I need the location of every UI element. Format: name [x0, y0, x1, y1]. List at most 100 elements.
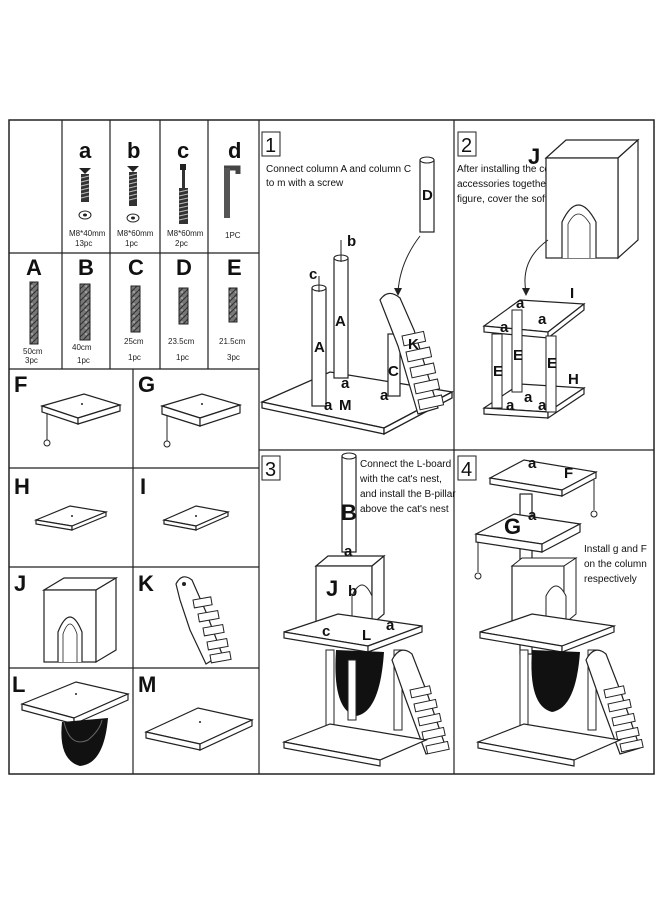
- step2-label-J: J: [528, 144, 540, 169]
- part-g-letter: G: [138, 372, 155, 397]
- step3-label-B: B: [341, 500, 357, 525]
- screw-a-qty: 13pc: [75, 239, 92, 248]
- step1-label-C: C: [388, 363, 399, 380]
- screw-c-qty: 2pc: [175, 239, 188, 248]
- step2-label-a5: a: [524, 389, 533, 406]
- step1-label-A1: A: [314, 339, 325, 356]
- step1-label-K: K: [408, 336, 419, 353]
- step-1-text-line1: Connect column A and column C: [266, 164, 411, 175]
- step-1-text-line2: to m with a screw: [266, 178, 344, 189]
- step-1-number: 1: [265, 135, 276, 157]
- step2-label-I: I: [570, 285, 574, 302]
- column-c-length: 25cm: [124, 337, 144, 346]
- column-d-length: 23.5cm: [168, 337, 195, 346]
- step4-label-a2: a: [528, 507, 537, 524]
- step-3-text-line1: Connect the L-board: [360, 459, 451, 470]
- column-a-icon: [29, 281, 39, 345]
- step2-label-a3: a: [538, 311, 547, 328]
- step4-label-G: G: [504, 514, 521, 539]
- step3-label-a2: a: [386, 617, 395, 634]
- parts-grid: [9, 120, 654, 774]
- step-4-number: 4: [461, 459, 472, 481]
- step-4-text-line1: Install g and F: [584, 544, 647, 555]
- screws-row: a M8*40mm 13pc b M8*60mm 1pc c M: [69, 138, 241, 248]
- column-d-icon: [178, 287, 189, 325]
- column-b-length: 40cm: [72, 343, 92, 352]
- part-f-letter: F: [14, 372, 27, 397]
- screw-a-spec: M8*40mm: [69, 229, 106, 238]
- tool-d-letter: d: [228, 138, 241, 163]
- column-c-icon: [130, 285, 141, 333]
- part-k-letter: K: [138, 571, 154, 596]
- screw-b-spec: M8*60mm: [117, 229, 154, 238]
- step2-label-a1: a: [500, 319, 509, 336]
- step4-label-a1: a: [528, 455, 537, 472]
- step2-label-E3: E: [547, 355, 557, 372]
- columns-row: A 50cm 3pc B 40cm 1pc C 25cm 1pc D 23.5c…: [23, 255, 246, 365]
- screw-c-icon: [178, 164, 189, 224]
- step1-label-A2: A: [335, 313, 346, 330]
- part-l-letter: L: [12, 672, 25, 697]
- column-b-letter: B: [78, 255, 94, 280]
- step2-label-a4: a: [506, 397, 515, 414]
- step-1-panel: 1 Connect column A and column C to m wit…: [259, 131, 455, 436]
- part-g: G: [138, 372, 243, 448]
- step1-label-M: M: [339, 397, 352, 414]
- part-l-hammock-board: L: [12, 672, 130, 766]
- column-b-icon: [79, 283, 91, 341]
- step-2-text-line2: accessories together as shown in the: [457, 179, 622, 190]
- step3-label-c: c: [322, 623, 330, 640]
- part-i-letter: I: [140, 474, 146, 499]
- screw-a-letter: a: [79, 138, 92, 163]
- step-4-panel: 4 Install g and F on the column respecti…: [457, 455, 647, 767]
- part-f: F: [14, 372, 123, 447]
- screw-a-icon: [78, 168, 92, 220]
- column-d-qty: 1pc: [176, 353, 189, 362]
- step1-label-c1: c: [309, 266, 317, 283]
- step1-label-a2: a: [341, 375, 350, 392]
- step3-label-b: b: [348, 583, 357, 600]
- screw-b-icon: [126, 166, 140, 223]
- step1-label-a1: a: [324, 397, 333, 414]
- column-a-length: 50cm: [23, 347, 43, 356]
- step1-label-a3: a: [380, 387, 389, 404]
- step-3-text-line3: and install the B-pillar: [360, 489, 456, 500]
- part-j-cat-house: J: [14, 571, 119, 664]
- step2-label-H: H: [568, 371, 579, 388]
- column-e-qty: 3pc: [227, 353, 240, 362]
- part-m-letter: M: [138, 672, 156, 697]
- step-2-number: 2: [461, 135, 472, 157]
- column-a-letter: A: [26, 255, 42, 280]
- column-b-qty: 1pc: [77, 356, 90, 365]
- part-m: M: [138, 672, 254, 751]
- step-2-text-line3: figure, cover the soft cat nest: [457, 194, 586, 205]
- part-k-ramp: K: [138, 571, 232, 665]
- step1-label-b: b: [347, 233, 356, 250]
- outer-frame: [8, 119, 655, 775]
- column-c-letter: C: [128, 255, 144, 280]
- step-3-text-line2: with the cat's nest,: [359, 474, 442, 485]
- screw-c-spec: M8*60mm: [167, 229, 204, 238]
- step-2-text-line1: After installing the corresponding: [457, 164, 603, 175]
- column-c-qty: 1pc: [128, 353, 141, 362]
- screw-c-letter: c: [177, 138, 189, 163]
- part-i: I: [140, 474, 231, 531]
- column-d-letter: D: [176, 255, 192, 280]
- column-e-letter: E: [227, 255, 242, 280]
- part-j-letter: J: [14, 571, 26, 596]
- step3-label-a-top: a: [344, 543, 353, 560]
- step-3-text-line4: above the cat's nest: [360, 504, 449, 515]
- step-2-panel: 2 After installing the corresponding acc…: [457, 131, 640, 420]
- tool-d-qty: 1PC: [225, 231, 241, 240]
- column-a-qty: 3pc: [25, 356, 38, 365]
- step1-label-D: D: [422, 187, 433, 204]
- step2-label-a2: a: [516, 295, 525, 312]
- step-4-text-line2: on the column: [584, 559, 647, 570]
- allen-key-icon: [224, 165, 241, 218]
- step-4-text-line3: respectively: [584, 574, 637, 585]
- screw-b-letter: b: [127, 138, 140, 163]
- part-h: H: [14, 474, 109, 531]
- step3-label-L: L: [362, 627, 371, 644]
- column-e-icon: [228, 287, 238, 323]
